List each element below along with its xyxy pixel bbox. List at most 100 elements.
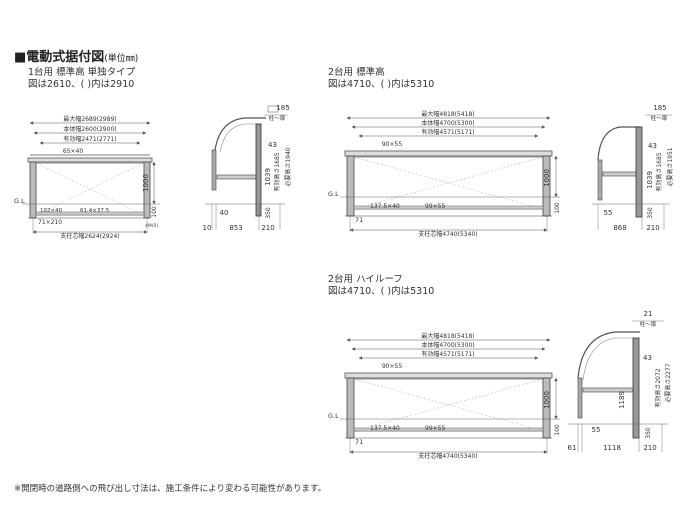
high_roof-effective-width-label: 有効幅4571(5171): [421, 350, 474, 358]
single-post-base-label: 71×210: [38, 219, 62, 226]
high_roof-depth-label: 100: [554, 424, 561, 436]
high_roof-max-width-dim-arrow-r: [546, 338, 551, 342]
single-post-left: [29, 161, 37, 219]
double-side-required-label: 必要高さ1951: [666, 147, 674, 186]
single-side-roof-curve: [214, 117, 266, 151]
high_roof-height-dim-arrow-t: [554, 377, 558, 382]
single-side-arm: [211, 149, 217, 191]
double-side-top-offset-label: 185: [653, 104, 666, 112]
double-max-width-dim-arrow-l: [346, 116, 351, 120]
double-post-spacing-label: 支柱芯幅4740(5340): [418, 230, 477, 238]
single-effective-width-dim-arrow-l: [39, 141, 44, 145]
double-diag-2: [353, 156, 544, 210]
double-post-sub-label: 99×55: [425, 203, 445, 210]
double-side-arm: [597, 159, 603, 201]
single-side-gap-label: 柱～扉: [269, 114, 286, 122]
double-post-left: [346, 155, 355, 217]
highroof-side-right-label: 210: [643, 444, 656, 452]
high_roof-height-dim-arrow-b: [554, 415, 558, 420]
single-anchor-label: 4M(5): [145, 223, 158, 229]
single-max-width-dim-arrow-l: [29, 121, 34, 125]
single-side-left-label: 10: [203, 224, 212, 232]
single-heading: 1台用 標準高 単独タイプ 図は2610、( )内は2910: [28, 67, 135, 91]
single-height-label: 1000: [142, 174, 150, 192]
highroof-side-post: [632, 337, 640, 439]
double-side-roof-curve: [597, 126, 640, 161]
double-post-main-label: 137.5×40: [370, 203, 400, 210]
single-effective-width-dim-arrow-r: [136, 141, 141, 145]
single-side-right-label: 210: [261, 224, 274, 232]
highroof-side-depth-label: 1118: [603, 444, 621, 452]
double-side-post: [635, 126, 643, 218]
high_roof-base-label: 71: [355, 438, 363, 446]
highroof-side-top-offset-label: 21: [644, 310, 653, 318]
highroof-heading: 2台用 ハイルーフ 図は4710、( )内は5310: [328, 274, 434, 298]
double-height-label: 1000: [543, 169, 551, 187]
single-height-dim-arrow-b: [152, 200, 156, 205]
high_roof-beam-label: 90×55: [382, 363, 402, 370]
double-side-roof-offset-label: 43: [648, 142, 657, 150]
double-max-width-dim-arrow-r: [546, 116, 551, 120]
single-body-width-dim-arrow-l: [33, 131, 38, 135]
double-height-dim-arrow-b: [554, 193, 558, 198]
high_roof-height-label: 1000: [543, 391, 551, 409]
highroof-side-roof-curve: [577, 331, 640, 379]
single-side-height-label: 1039: [264, 168, 272, 186]
single-side-base-h-label: 350: [265, 207, 272, 219]
single-roof: [27, 157, 153, 163]
highroof-side-height-label: 1189: [618, 391, 626, 409]
double-side-right-label: 210: [646, 224, 659, 232]
single-beam-label: 65×40: [63, 148, 83, 155]
high_roof-post-spacing-label: 支柱芯幅4740(5340): [418, 452, 477, 460]
double-height-dim-arrow-t: [554, 155, 558, 160]
single-max-width-label: 最大幅2689(2989): [63, 115, 116, 123]
single-body-width-label: 本体幅2600(2900): [63, 125, 116, 133]
double-side-base-h-label: 350: [647, 207, 654, 219]
high_roof-diag-1: [353, 378, 544, 432]
single-heading-line1: 1台用 標準高 単独タイプ: [28, 67, 136, 78]
high_roof-body-width-label: 本体幅4700(5300): [421, 341, 474, 349]
single-post-main-label: 102×40: [40, 208, 63, 214]
single-side-post: [255, 123, 262, 217]
high_roof-sill: [353, 427, 544, 432]
double-beam-label: 90×55: [382, 141, 402, 148]
single-depth-label: 100: [151, 206, 158, 218]
double-max-width-label: 最大幅4818(5418): [421, 110, 474, 118]
high_roof-gl-label: G.L: [328, 412, 339, 420]
double-depth-label: 100: [554, 202, 561, 214]
single-body-width-dim-arrow-r: [142, 131, 147, 135]
high_roof-post-spacing-dim-arrow-r: [543, 450, 548, 454]
single-height-dim-arrow-t: [152, 161, 156, 166]
single-side-depth-label: 853: [229, 224, 242, 232]
double-sill: [353, 205, 544, 210]
single-side-roof-offset-label: 43: [268, 141, 277, 149]
single-side-post-w-label: 40: [220, 209, 229, 217]
single-side-top: [267, 105, 279, 113]
double-body-width-label: 本体幅4700(5300): [421, 119, 474, 127]
single-post-spacing-label: 支柱芯幅2624(2924): [60, 232, 119, 240]
high_roof-max-width-dim-arrow-l: [346, 338, 351, 342]
single-heading-line2: 図は2610、( )内は2910: [28, 79, 135, 90]
double-heading: 2台用 標準高 図は4710、( )内は5310: [328, 67, 434, 91]
double-effective-width-dim-arrow-l: [358, 134, 363, 138]
double-heading-line2: 図は4710、( )内は5310: [328, 79, 435, 90]
single-side-required-label: 必要高さ1940: [284, 147, 292, 186]
double-effective-width-label: 有効幅4571(5171): [421, 128, 474, 136]
single-side-effective-label: 有効高さ1685: [273, 152, 281, 191]
highroof-side-base-h-label: 350: [645, 427, 652, 439]
high_roof-effective-width-dim-arrow-l: [358, 356, 363, 360]
single-gl-label: G.L: [14, 197, 25, 205]
high_roof-body-width-dim-arrow-r: [541, 347, 546, 351]
highroof-side-gap-label: 柱～扉: [640, 320, 657, 328]
highroof-side-left-label: 61: [568, 444, 577, 452]
double-side-height-label: 1039: [646, 171, 654, 189]
high_roof-effective-width-dim-arrow-r: [534, 356, 539, 360]
single-side-roof-inner: [219, 123, 262, 153]
single-max-width-dim-arrow-r: [146, 121, 151, 125]
single-side-beam: [216, 174, 260, 180]
double-base-label: 71: [355, 216, 363, 224]
single-post-spacing-dim-arrow-l: [32, 230, 37, 234]
high_roof-post-spacing-dim-arrow-l: [349, 450, 354, 454]
double-post-spacing-dim-arrow-l: [349, 228, 354, 232]
double-diag-1: [353, 156, 544, 210]
